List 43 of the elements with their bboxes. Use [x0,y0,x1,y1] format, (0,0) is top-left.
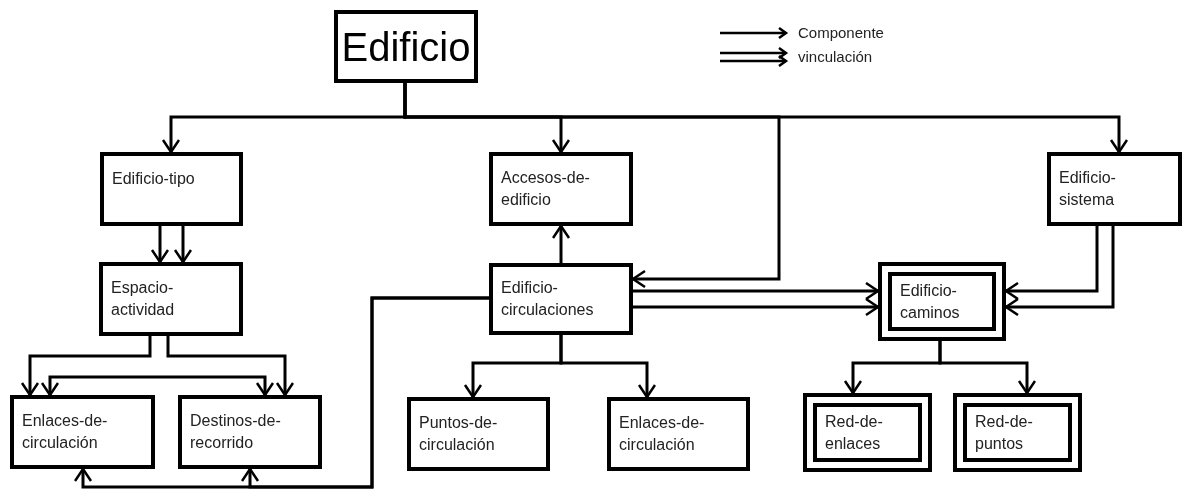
concept-box [888,272,996,331]
connector-arrow [633,297,880,317]
connector-arrow [240,296,489,489]
connector-arrow [20,336,152,397]
node-label: Red-de-enlaces [825,411,884,454]
concept-box [607,397,750,471]
node-label: Edificio [341,23,471,71]
node-label: Accesos-de-edificio [501,168,591,210]
concept-box [1047,152,1182,226]
concept-box [489,152,633,226]
connector-arrow [166,336,295,397]
concept-box [100,152,243,226]
concept-box [99,262,243,336]
connector-arrow [633,281,880,301]
node-label: Edificio-caminos [900,280,961,323]
node-label: Puntos-de-circulación [419,413,499,455]
concept-box [489,263,633,335]
connector-arrow [403,83,781,289]
node-label: Edificio-circulaciones [501,278,595,320]
node-label: Edificio-sistema [1059,168,1117,210]
connector-arrow [559,335,657,399]
concept-box [813,403,922,462]
node-label: Enlaces-de-circulación [619,413,706,455]
node-label: Espacio-actividad [111,278,176,320]
connector-arrow [173,226,193,264]
node-label: Destinos-de-recorrido [190,411,282,453]
concept-box [963,403,1072,462]
connector-arrow [551,224,571,263]
frame-box [878,262,1006,341]
node-label: Red-de-puntos [975,411,1034,454]
connector-arrow [150,226,170,264]
legend-label: vinculación [798,47,873,67]
node-label: Edificio-tipo [112,169,195,189]
legend-label: Componente [798,23,884,43]
concept-box [178,395,322,469]
connector-arrow [938,341,1037,395]
node-label: Enlaces-de-circulación [22,411,109,453]
concept-box [334,10,478,83]
connector-arrow [40,375,275,397]
concept-box [407,397,550,471]
frame-box [803,393,932,472]
frame-box [953,393,1082,472]
concept-box [10,395,155,469]
